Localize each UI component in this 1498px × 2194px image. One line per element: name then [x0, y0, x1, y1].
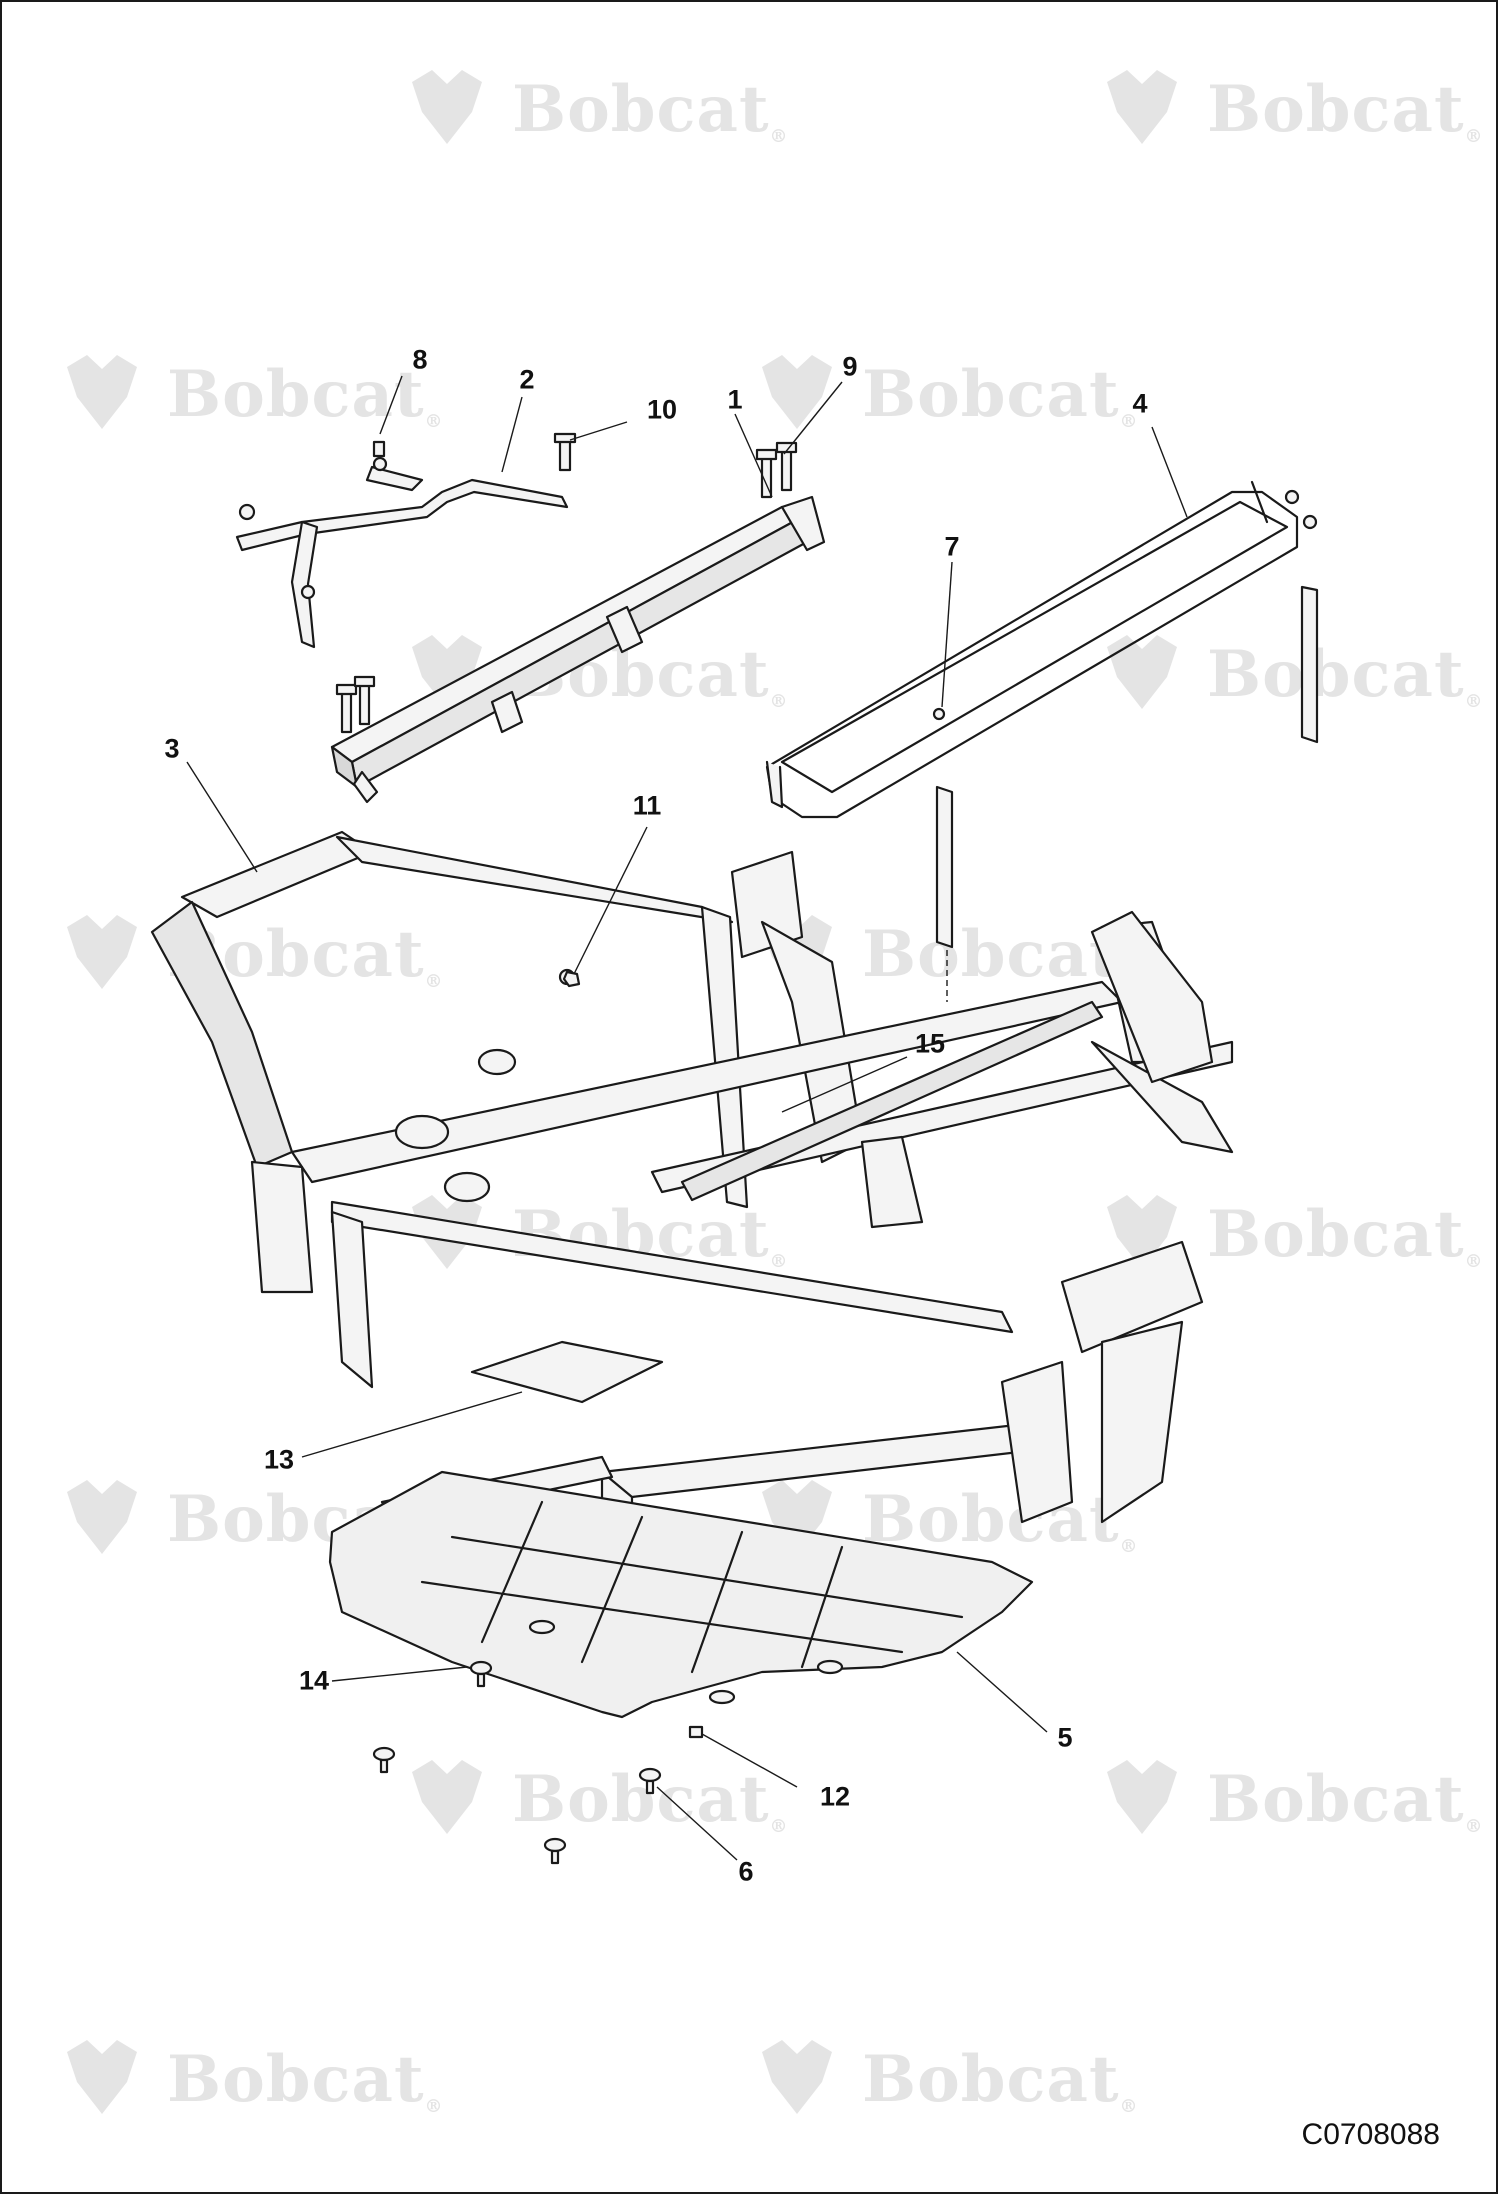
callout-8: 8	[412, 344, 428, 375]
part-15-rear-rail	[680, 910, 1214, 1202]
callout-5: 5	[1057, 1722, 1073, 1753]
callout-9: 9	[842, 351, 858, 382]
watermark-text: Bobcat®	[862, 1482, 1139, 1557]
watermark-text: Bobcat®	[1207, 72, 1484, 147]
callout-3: 3	[164, 733, 180, 764]
fastener-8	[372, 440, 386, 458]
bobcat-head-logo-icon	[1107, 70, 1177, 144]
callout-2: 2	[519, 364, 535, 395]
watermark-text: Bobcat®	[862, 357, 1139, 432]
part-1-cross-member	[330, 495, 826, 804]
bobcat-head-logo-icon	[762, 355, 832, 429]
figure-id: C0708088	[1301, 2118, 1440, 2151]
bobcat-head-logo-icon	[762, 1480, 832, 1554]
watermark-text: Bobcat®	[167, 357, 444, 432]
fastener-9	[755, 441, 798, 499]
callout-14: 14	[298, 1665, 330, 1696]
part-2-front-tube	[235, 456, 569, 649]
bobcat-head-logo-icon	[1107, 1760, 1177, 1834]
callout-15: 15	[914, 1028, 946, 1059]
hardware-pieces	[372, 970, 704, 1865]
bobcat-head-logo-icon	[67, 355, 137, 429]
part-4-rear-rack	[765, 480, 1319, 949]
bobcat-head-logo-icon	[67, 915, 137, 989]
leader-lines	[186, 375, 1188, 1861]
callout-10: 10	[646, 394, 678, 425]
bobcat-head-logo-icon	[412, 70, 482, 144]
watermark-text: Bobcat®	[167, 2042, 444, 2117]
callout-4: 4	[1132, 388, 1148, 419]
bobcat-head-logo-icon	[412, 1760, 482, 1834]
bobcat-head-logo-icon	[67, 2040, 137, 2114]
bobcat-head-logo-icon	[762, 2040, 832, 2114]
callout-6: 6	[738, 1856, 754, 1887]
watermark-text: Bobcat®	[512, 72, 789, 147]
watermark-text: Bobcat®	[1207, 1762, 1484, 1837]
part-5-skid-plate	[328, 1470, 1034, 1719]
watermark-text: Bobcat®	[1207, 637, 1484, 712]
part-3-main-chassis	[150, 830, 1234, 1584]
fasteners-left	[335, 675, 376, 734]
callout-7: 7	[944, 531, 960, 562]
part-13-floor-tray	[470, 1340, 664, 1404]
callout-1: 1	[727, 384, 743, 415]
bobcat-head-logo-icon	[412, 635, 482, 709]
watermark-text: Bobcat®	[1207, 1197, 1484, 1272]
callout-12: 12	[819, 1781, 851, 1812]
watermark-text: Bobcat®	[862, 2042, 1139, 2117]
bobcat-head-logo-icon	[1107, 1195, 1177, 1269]
callout-11: 11	[632, 790, 662, 821]
bobcat-head-logo-icon	[67, 1480, 137, 1554]
callout-13: 13	[263, 1444, 295, 1475]
bobcat-head-logo-icon	[1107, 635, 1177, 709]
